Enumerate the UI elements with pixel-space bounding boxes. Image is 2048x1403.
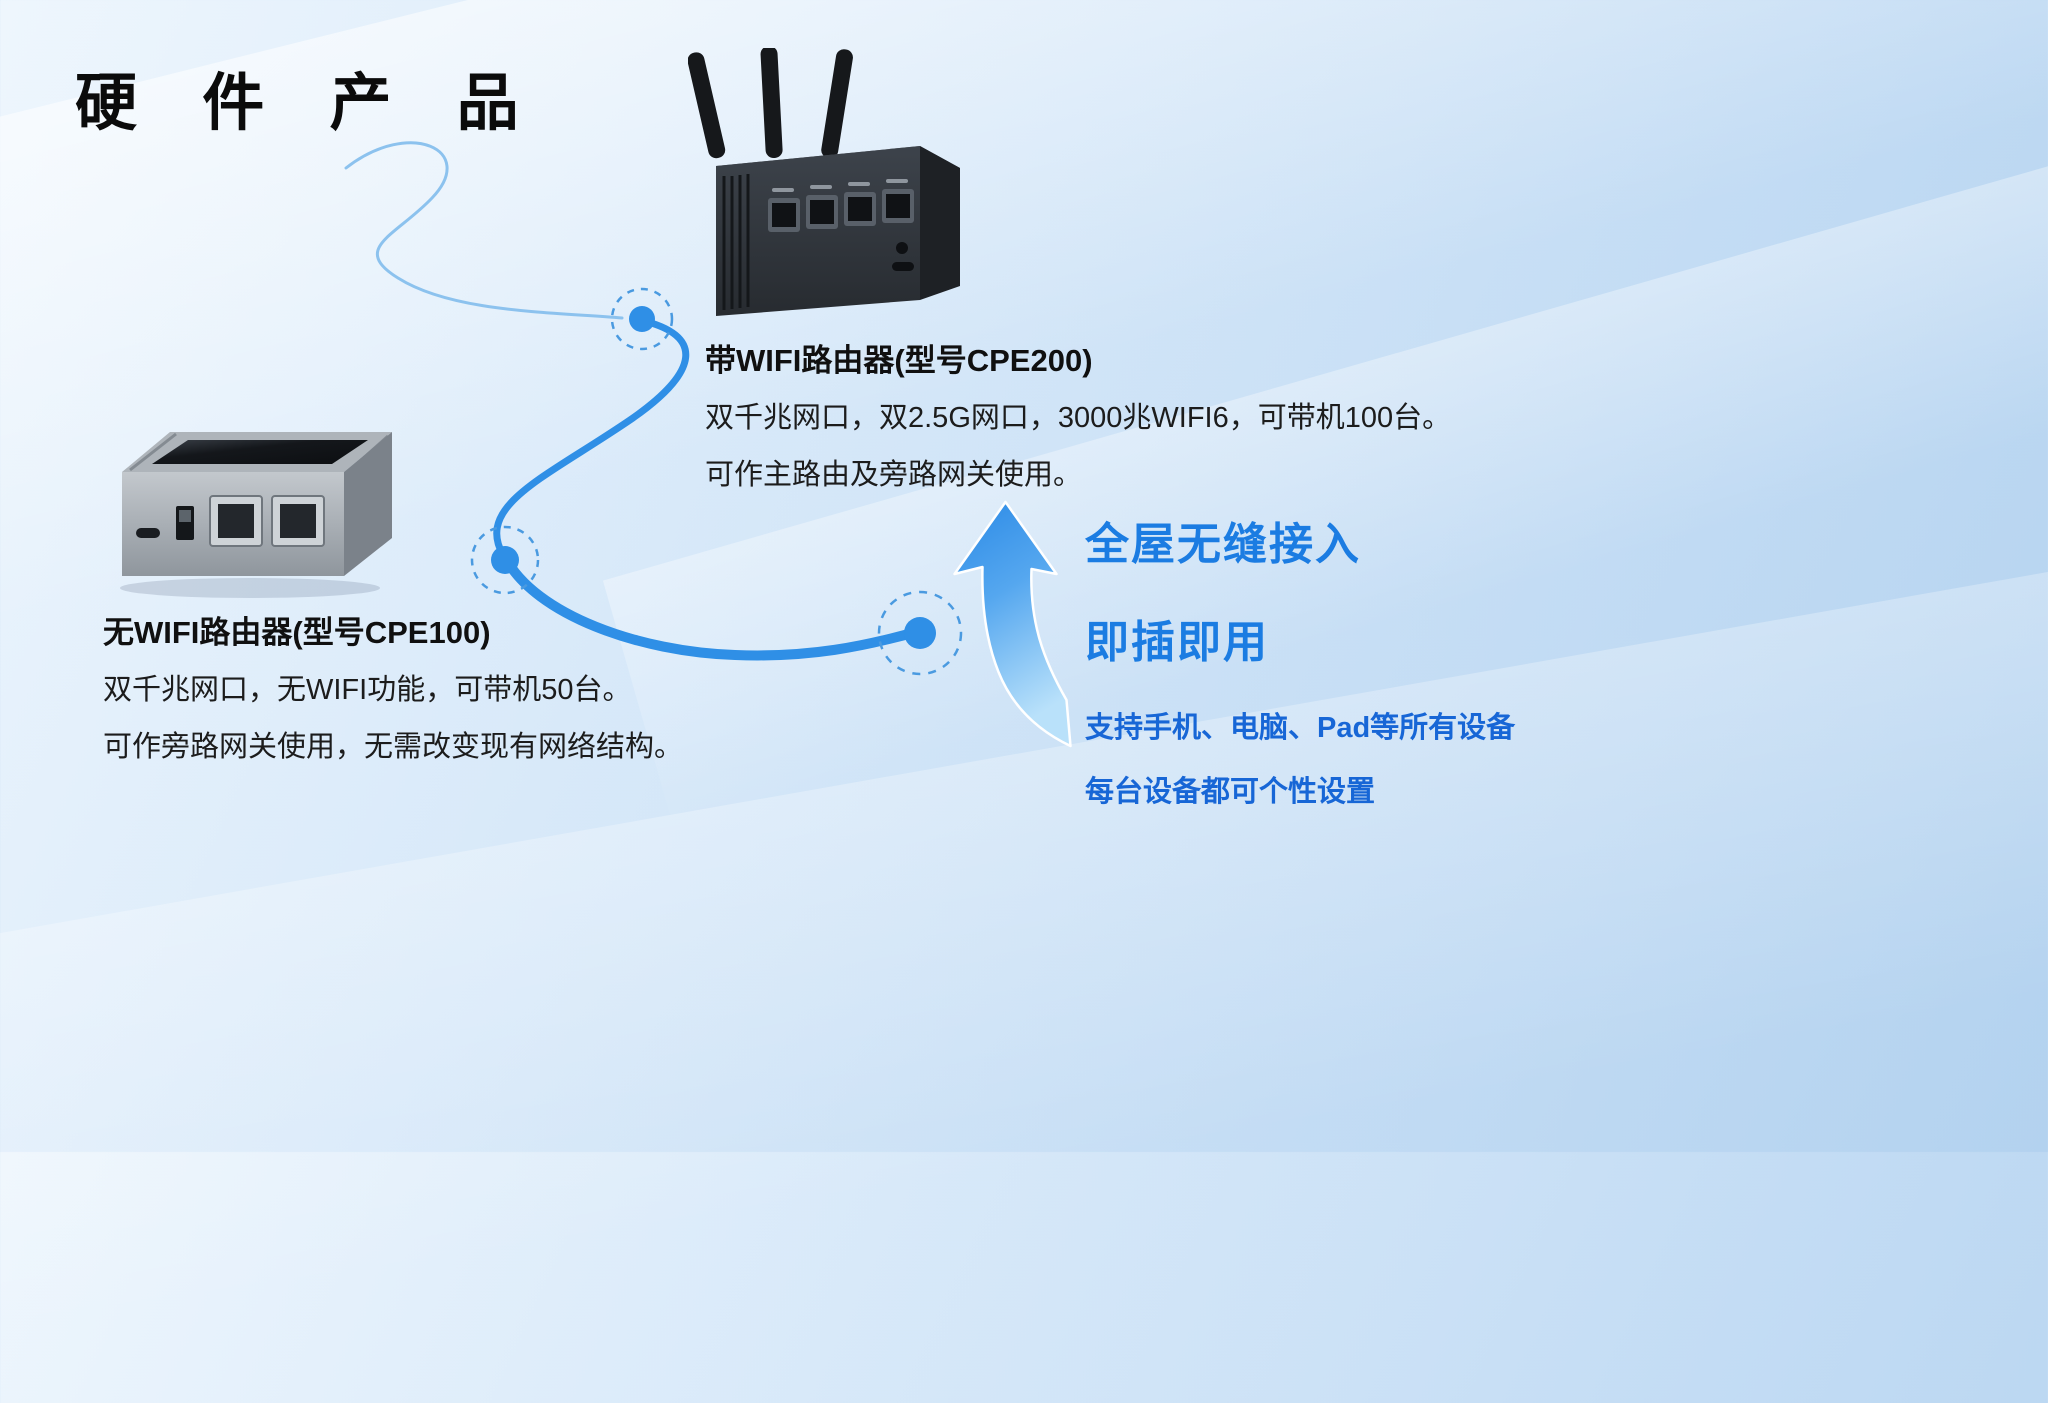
connection-node xyxy=(904,617,936,649)
front-ports xyxy=(136,495,325,547)
cpe100-desc-line2: 可作旁路网关使用，无需改变现有网络结构。 xyxy=(103,731,684,763)
benefit-headline-2: 即插即用 xyxy=(1085,618,1269,667)
page-title: 硬 件 产 品 xyxy=(75,69,543,138)
antenna-icon xyxy=(687,46,853,159)
cpe200-desc-line2: 可作主路由及旁路网关使用。 xyxy=(705,459,1083,491)
benefit-point-2: 每台设备都可个性设置 xyxy=(1085,776,1376,808)
router-side-face xyxy=(344,432,392,576)
cpe200-text-block: 带WIFI路由器(型号CPE200) 双千兆网口，双2.5G网口，3000兆WI… xyxy=(705,335,1451,508)
ethernet-ports xyxy=(768,179,914,232)
router-front-face xyxy=(716,146,920,316)
benefit-headline-1: 全屋无缝接入 xyxy=(1085,520,1361,569)
reset-button xyxy=(896,242,908,254)
router-side-face xyxy=(920,146,960,300)
benefits-block: 全屋无缝接入 即插即用 支持手机、电脑、Pad等所有设备 每台设备都可个性设置 xyxy=(1085,508,1515,832)
router-screen xyxy=(152,440,368,464)
connection-node-ring xyxy=(470,525,540,595)
heatsink-fins xyxy=(722,174,750,310)
connection-node xyxy=(491,546,519,574)
thin-curve xyxy=(344,141,624,320)
cpe200-name: 带WIFI路由器(型号CPE200) xyxy=(705,343,1093,378)
usbc-port xyxy=(892,262,914,271)
cpe100-router-image xyxy=(100,410,410,610)
up-arrow-icon xyxy=(948,500,1083,755)
cpe100-text-block: 无WIFI路由器(型号CPE100) 双千兆网口，无WIFI功能，可带机50台。… xyxy=(103,607,683,780)
router-shadow xyxy=(120,578,380,598)
cpe100-desc-line1: 双千兆网口，无WIFI功能，可带机50台。 xyxy=(103,674,632,706)
benefit-point-1: 支持手机、电脑、Pad等所有设备 xyxy=(1085,712,1516,744)
cpe200-desc-line1: 双千兆网口，双2.5G网口，3000兆WIFI6，可带机100台。 xyxy=(705,402,1452,434)
ethernet-ports xyxy=(209,495,325,547)
usbc-port xyxy=(136,528,160,538)
cpe100-name: 无WIFI路由器(型号CPE100) xyxy=(103,615,491,650)
cpe200-router-image xyxy=(687,46,988,320)
connection-node-ring xyxy=(610,287,674,351)
connection-node xyxy=(629,306,655,332)
curve-segment-1 xyxy=(493,316,690,559)
